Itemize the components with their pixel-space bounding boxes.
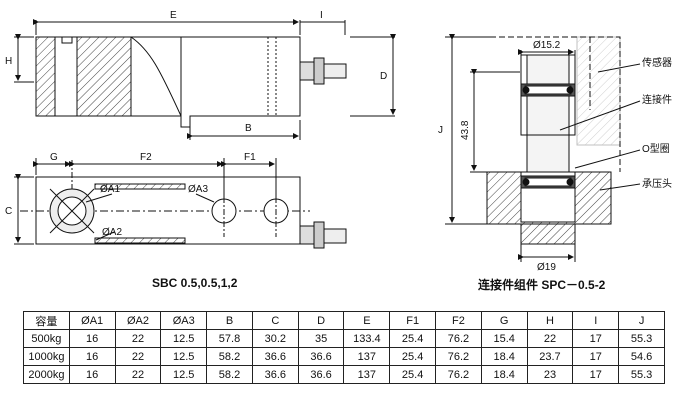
table-cell: 15.4 bbox=[480, 329, 528, 348]
header-cell: ØA2 bbox=[114, 311, 162, 330]
dim-j-label: J bbox=[438, 125, 443, 136]
dim-g-label: G bbox=[50, 152, 58, 163]
table-cell: 36.6 bbox=[251, 365, 299, 384]
table-cell: 36.6 bbox=[251, 347, 299, 366]
dim-c-label: C bbox=[5, 206, 12, 217]
dim-h-label: H bbox=[5, 56, 12, 67]
table-cell: 16 bbox=[68, 365, 116, 384]
header-cell: C bbox=[251, 311, 299, 330]
header-cell: G bbox=[480, 311, 528, 330]
side-view bbox=[14, 19, 396, 140]
table-cell: 22 bbox=[114, 329, 162, 348]
header-cell: F1 bbox=[389, 311, 437, 330]
table-cell: 54.6 bbox=[618, 347, 665, 366]
connector-assembly bbox=[445, 34, 641, 262]
table-cell: 2000kg bbox=[23, 365, 70, 384]
table-cell: 500kg bbox=[23, 329, 70, 348]
table-cell: 18.4 bbox=[480, 347, 528, 366]
table-cell: 36.6 bbox=[297, 347, 345, 366]
right-caption: 连接件组件 SPC－0.5-2 bbox=[478, 278, 606, 292]
table-row: 500kg 16 22 12.5 57.8 30.2 35 133.4 25.4… bbox=[23, 329, 665, 348]
callout-connector: 连接件 bbox=[642, 93, 672, 106]
header-cell: I bbox=[572, 311, 620, 330]
table-cell: 23.7 bbox=[526, 347, 574, 366]
bottom-diameter-label: Ø19 bbox=[537, 262, 556, 273]
table-cell: 58.2 bbox=[206, 347, 253, 366]
header-cell: D bbox=[297, 311, 345, 330]
table-cell: 58.2 bbox=[206, 365, 253, 384]
dim-a2-label: ØA2 bbox=[102, 227, 122, 238]
technical-drawing: E I H D B bbox=[5, 10, 672, 273]
height-label: 43.8 bbox=[460, 120, 471, 140]
header-cell: J bbox=[618, 311, 665, 330]
table-cell: 55.3 bbox=[618, 365, 665, 384]
table-row: 2000kg 16 22 12.5 58.2 36.6 36.6 137 25.… bbox=[23, 365, 665, 384]
header-cell: 容量 bbox=[23, 311, 70, 330]
table-header-row: 容量 ØA1 ØA2 ØA3 B C D E F1 F2 G H I J bbox=[23, 311, 665, 330]
table-cell: 17 bbox=[572, 365, 620, 384]
table-cell: 16 bbox=[68, 347, 116, 366]
dim-e-label: E bbox=[170, 10, 177, 21]
dim-a1-label: ØA1 bbox=[100, 184, 120, 195]
table-cell: 76.2 bbox=[435, 329, 482, 348]
table-cell: 22 bbox=[114, 365, 162, 384]
top-view bbox=[14, 158, 347, 249]
table-cell: 18.4 bbox=[480, 365, 528, 384]
table-cell: 137 bbox=[343, 347, 391, 366]
table-cell: 25.4 bbox=[389, 365, 437, 384]
table-cell: 133.4 bbox=[343, 329, 391, 348]
table-cell: 76.2 bbox=[435, 365, 482, 384]
top-diameter-label: Ø15.2 bbox=[533, 40, 561, 51]
dim-f2-label: F2 bbox=[140, 152, 152, 163]
header-cell: H bbox=[526, 311, 574, 330]
dim-b-label: B bbox=[245, 123, 252, 134]
left-caption: SBC 0.5,0.5,1,2 bbox=[152, 276, 238, 290]
table-cell: 22 bbox=[114, 347, 162, 366]
table-cell: 17 bbox=[572, 347, 620, 366]
callout-o-ring: O型圈 bbox=[642, 142, 670, 155]
callout-sensor: 传感器 bbox=[642, 56, 672, 69]
table-cell: 30.2 bbox=[251, 329, 299, 348]
table-cell: 25.4 bbox=[389, 329, 437, 348]
table-cell: 76.2 bbox=[435, 347, 482, 366]
table-cell: 22 bbox=[526, 329, 574, 348]
header-cell: B bbox=[206, 311, 253, 330]
table-row: 1000kg 16 22 12.5 58.2 36.6 36.6 137 25.… bbox=[23, 347, 665, 366]
dim-a3-label: ØA3 bbox=[188, 184, 208, 195]
table-cell: 35 bbox=[297, 329, 345, 348]
dim-f1-label: F1 bbox=[244, 152, 256, 163]
table-cell: 36.6 bbox=[297, 365, 345, 384]
header-cell: E bbox=[343, 311, 391, 330]
table-cell: 12.5 bbox=[160, 329, 208, 348]
table-cell: 23 bbox=[526, 365, 574, 384]
table-cell: 25.4 bbox=[389, 347, 437, 366]
callout-bearing-head: 承压头 bbox=[642, 178, 672, 190]
table-cell: 1000kg bbox=[23, 347, 70, 366]
spec-table: 容量 ØA1 ØA2 ØA3 B C D E F1 F2 G H I J 500… bbox=[23, 311, 665, 384]
header-cell: F2 bbox=[435, 311, 482, 330]
table-cell: 12.5 bbox=[160, 347, 208, 366]
dim-d-label: D bbox=[380, 71, 387, 82]
header-cell: ØA3 bbox=[160, 311, 208, 330]
table-cell: 57.8 bbox=[206, 329, 253, 348]
table-cell: 17 bbox=[572, 329, 620, 348]
header-cell: ØA1 bbox=[68, 311, 116, 330]
table-cell: 16 bbox=[68, 329, 116, 348]
table-cell: 55.3 bbox=[618, 329, 665, 348]
table-cell: 137 bbox=[343, 365, 391, 384]
dim-i-label: I bbox=[320, 10, 323, 21]
table-cell: 12.5 bbox=[160, 365, 208, 384]
